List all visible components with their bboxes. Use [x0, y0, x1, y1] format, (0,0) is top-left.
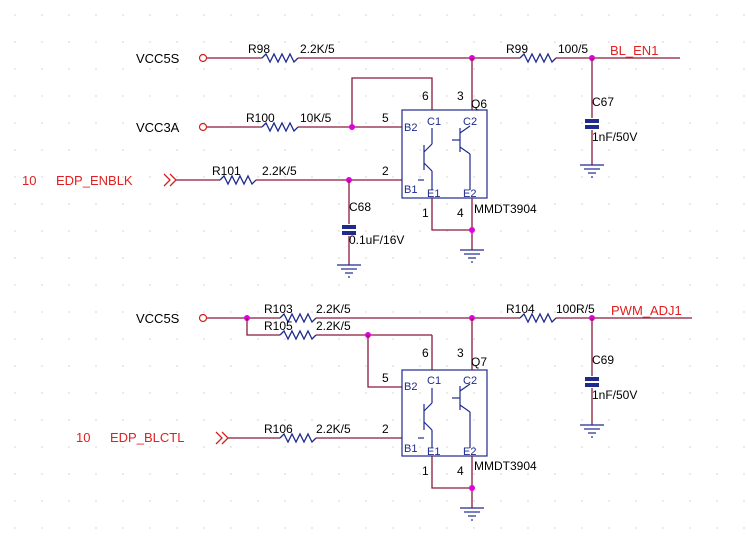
r99-ref: R99	[506, 42, 528, 56]
vcc3a-connector	[198, 122, 208, 132]
r101-ref: R101	[212, 164, 241, 178]
q7-pin3: 3	[457, 346, 464, 360]
r103-value: 2.2K/5	[316, 302, 351, 316]
r100-ref: R100	[246, 111, 275, 125]
r98-resistor	[261, 52, 299, 64]
q6-pin5: 5	[382, 111, 389, 125]
q7-pin4: 4	[457, 464, 464, 478]
r104-value: 100R/5	[556, 302, 595, 316]
top-circuit: VCC5S R98 2.2K/5 R99 100/5 BL_EN1 C67 1n…	[22, 42, 680, 278]
c69-value: 1nF/50V	[592, 388, 637, 402]
q6-part: MMDT3904	[474, 202, 537, 216]
q6-pin4: 4	[457, 206, 464, 220]
q6-transistor-2	[452, 125, 471, 190]
edp-blctl-sheet: 10	[76, 430, 90, 445]
r104-resistor	[519, 312, 557, 324]
q7-ref: Q7	[471, 355, 487, 369]
q7-e2: E2	[463, 446, 476, 458]
r105-value: 2.2K/5	[316, 319, 351, 333]
q6-c1: C1	[427, 116, 441, 128]
q6-c2: C2	[463, 116, 477, 128]
r105-resistor	[279, 329, 317, 341]
q6-ref: Q6	[471, 97, 487, 111]
ground-icon	[580, 164, 604, 178]
q6-pin3: 3	[457, 89, 464, 103]
q6-pin2: 2	[382, 164, 389, 178]
q7-package	[401, 369, 488, 457]
r106-ref: R106	[264, 422, 293, 436]
ground-icon	[460, 249, 484, 263]
q7-pin6: 6	[422, 346, 429, 360]
ground-icon	[460, 507, 484, 521]
c68-value: 0.1uF/16V	[349, 233, 404, 247]
q7-c2: C2	[463, 375, 477, 387]
q6-e2: E2	[463, 188, 476, 200]
c67-ref: C67	[592, 95, 614, 109]
q6-pin1: 1	[422, 206, 429, 220]
junction-dot	[469, 485, 475, 491]
r101-resistor	[219, 174, 257, 186]
vcc5s-bottom-connector	[198, 313, 208, 323]
r106-resistor	[279, 432, 317, 444]
q7-e1: E1	[427, 446, 440, 458]
c67-value: 1nF/50V	[592, 130, 637, 144]
c69-ref: C69	[592, 353, 614, 367]
r99-resistor	[519, 52, 557, 64]
r100-value: 10K/5	[300, 111, 332, 125]
bottom-circuit: VCC5S R103 2.2K/5 R104 100R/5 PWM_ADJ1 R…	[76, 302, 692, 521]
r103-resistor	[279, 312, 317, 324]
offpage-arrow-icon	[215, 431, 223, 445]
q7-transistor-1	[418, 388, 433, 448]
junction-dot	[349, 124, 355, 130]
junction-dot	[469, 227, 475, 233]
r106-value: 2.2K/5	[316, 422, 351, 436]
c68-ref: C68	[349, 200, 371, 214]
q7-c1: C1	[427, 375, 441, 387]
offpage-arrow-icon	[163, 173, 171, 187]
q7-pin2: 2	[382, 422, 389, 436]
edp-blctl-label: EDP_BLCTL	[110, 430, 184, 445]
q7-pin1: 1	[422, 464, 429, 478]
q6-pin6: 6	[422, 89, 429, 103]
q7-pin5: 5	[382, 371, 389, 385]
ground-icon	[580, 424, 604, 438]
q6-b1: B1	[404, 184, 417, 196]
r98-value: 2.2K/5	[300, 42, 335, 56]
r105-ref: R105	[264, 319, 293, 333]
q7-transistor-2	[452, 383, 471, 448]
r104-ref: R104	[506, 302, 535, 316]
vcc5s-top-label: VCC5S	[136, 51, 180, 66]
q6-package	[401, 109, 488, 199]
pwm-adj1-net-label: PWM_ADJ1	[611, 303, 682, 318]
q6-transistor-1	[418, 128, 433, 190]
vcc5s-top-connector	[198, 53, 208, 63]
r98-ref: R98	[248, 42, 270, 56]
r100-resistor	[261, 121, 299, 133]
q7-b1: B1	[404, 443, 417, 455]
edp-enblk-label: EDP_ENBLK	[56, 173, 133, 188]
q6-e1: E1	[427, 188, 440, 200]
grid-dots	[14, 14, 745, 529]
q7-part: MMDT3904	[474, 459, 537, 473]
vcc3a-label: VCC3A	[136, 120, 180, 135]
r103-ref: R103	[264, 302, 293, 316]
vcc5s-bottom-label: VCC5S	[136, 311, 180, 326]
r99-value: 100/5	[558, 42, 588, 56]
ground-icon	[337, 264, 361, 278]
q7-b2: B2	[404, 381, 417, 393]
q6-b2: B2	[404, 122, 417, 134]
edp-enblk-sheet: 10	[22, 173, 36, 188]
bl-en1-net-label: BL_EN1	[610, 43, 658, 58]
r101-value: 2.2K/5	[262, 164, 297, 178]
